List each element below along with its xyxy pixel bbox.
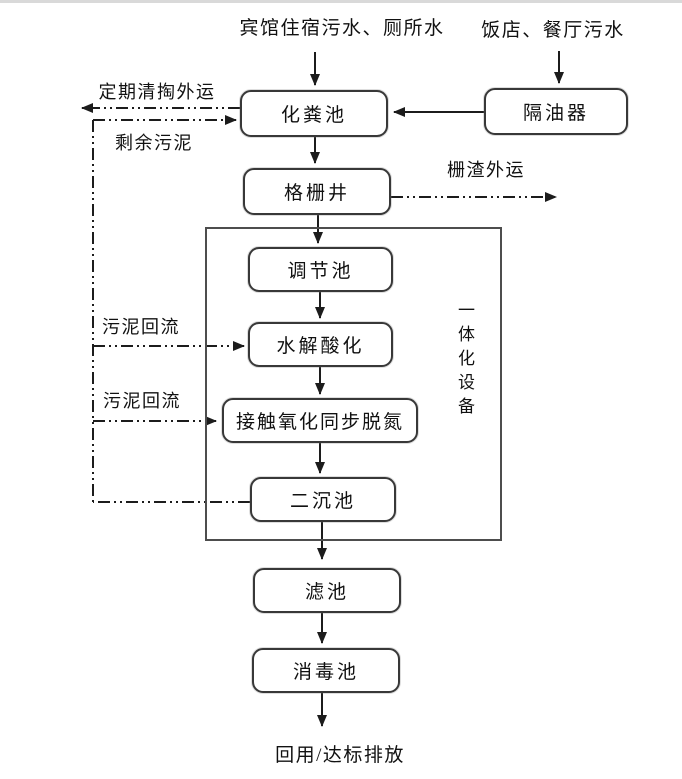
label-hotel-source: 宾馆住宿污水、厕所水 xyxy=(239,18,445,39)
node-grease-trap: 隔油器 xyxy=(484,88,628,135)
label-sludge-return-2: 污泥回流 xyxy=(103,391,181,411)
label-sludge-return-1: 污泥回流 xyxy=(102,317,180,337)
node-regulating-tank: 调节池 xyxy=(248,247,393,292)
label-excess-sludge: 剩余污泥 xyxy=(115,133,193,153)
node-hydrolysis: 水解酸化 xyxy=(248,322,393,367)
node-septic-tank: 化粪池 xyxy=(240,90,388,137)
label-screenings-removal: 栅渣外运 xyxy=(447,160,525,180)
label-restaurant-source: 饭店、餐厅污水 xyxy=(481,20,625,41)
node-contact-oxidation: 接触氧化同步脱氮 xyxy=(222,398,418,443)
top-edge-strip xyxy=(0,0,682,3)
node-grid-well: 格栅井 xyxy=(243,168,391,215)
node-disinfection-tank: 消毒池 xyxy=(252,648,400,693)
node-filter-tank: 滤池 xyxy=(253,568,401,613)
integrated-equipment-frame xyxy=(205,227,502,541)
label-effluent: 回用/达标排放 xyxy=(275,745,405,766)
label-periodic-removal: 定期清掏外运 xyxy=(98,82,216,102)
label-integrated-equipment: 一体化设备 xyxy=(455,301,474,421)
node-secondary-clarifier: 二沉池 xyxy=(250,477,396,522)
